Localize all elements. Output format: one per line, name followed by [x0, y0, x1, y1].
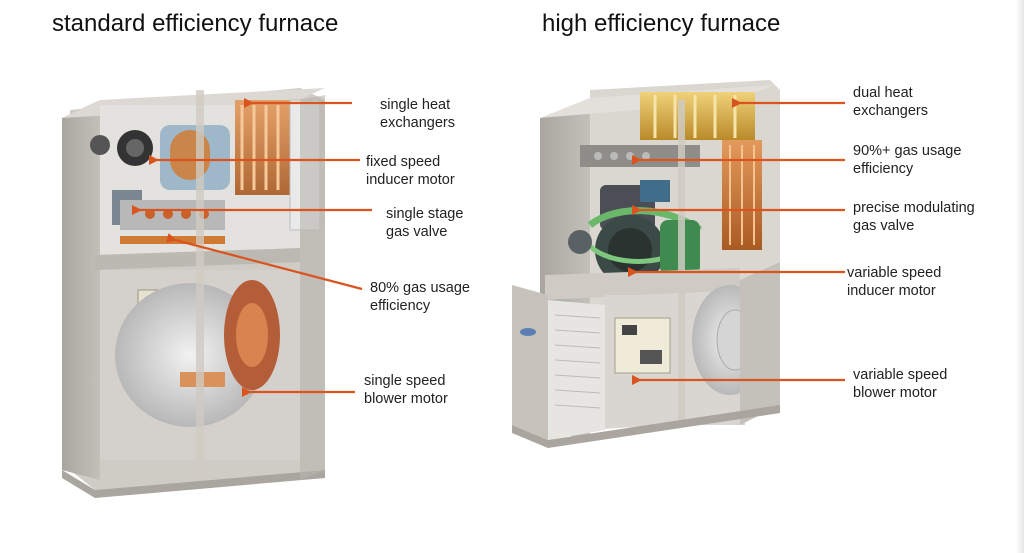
label-dual-heat-exchangers: dual heat exchangers	[853, 85, 928, 119]
label-variable-speed-blower-motor: variable speed blower motor	[853, 367, 948, 401]
label-fixed-speed-inducer-motor: fixed speed inducer motor	[366, 154, 455, 188]
dual-heat-exchanger-shape	[640, 92, 762, 250]
label-precise-modulating-gas-valve: precise modulating gas valve	[853, 200, 975, 234]
high-efficiency-furnace-illustration	[512, 80, 780, 448]
standard-furnace-title: standard efficiency furnace	[52, 10, 339, 37]
variable-speed-inducer-shape	[568, 207, 703, 285]
label-80-percent-gas-usage: 80% gas usage efficiency	[370, 280, 470, 314]
right-callout-arrows	[628, 98, 845, 385]
label-single-heat-exchangers: single heat exchangers	[380, 97, 455, 131]
single-speed-blower-shape	[115, 280, 280, 427]
high-efficiency-furnace-title: high efficiency furnace	[542, 10, 781, 37]
label-variable-speed-inducer-motor: variable speed inducer motor	[847, 265, 942, 299]
label-90-percent-gas-usage: 90%+ gas usage efficiency	[853, 143, 962, 177]
arrow-80-efficiency	[165, 233, 363, 291]
left-callout-arrows	[132, 98, 372, 397]
page-edge-shadow	[1016, 0, 1024, 553]
label-single-stage-gas-valve: single stage gas valve	[386, 206, 464, 240]
standard-furnace-illustration	[62, 88, 325, 498]
label-single-speed-blower-motor: single speed blower motor	[364, 373, 448, 407]
front-access-panel	[512, 285, 605, 440]
